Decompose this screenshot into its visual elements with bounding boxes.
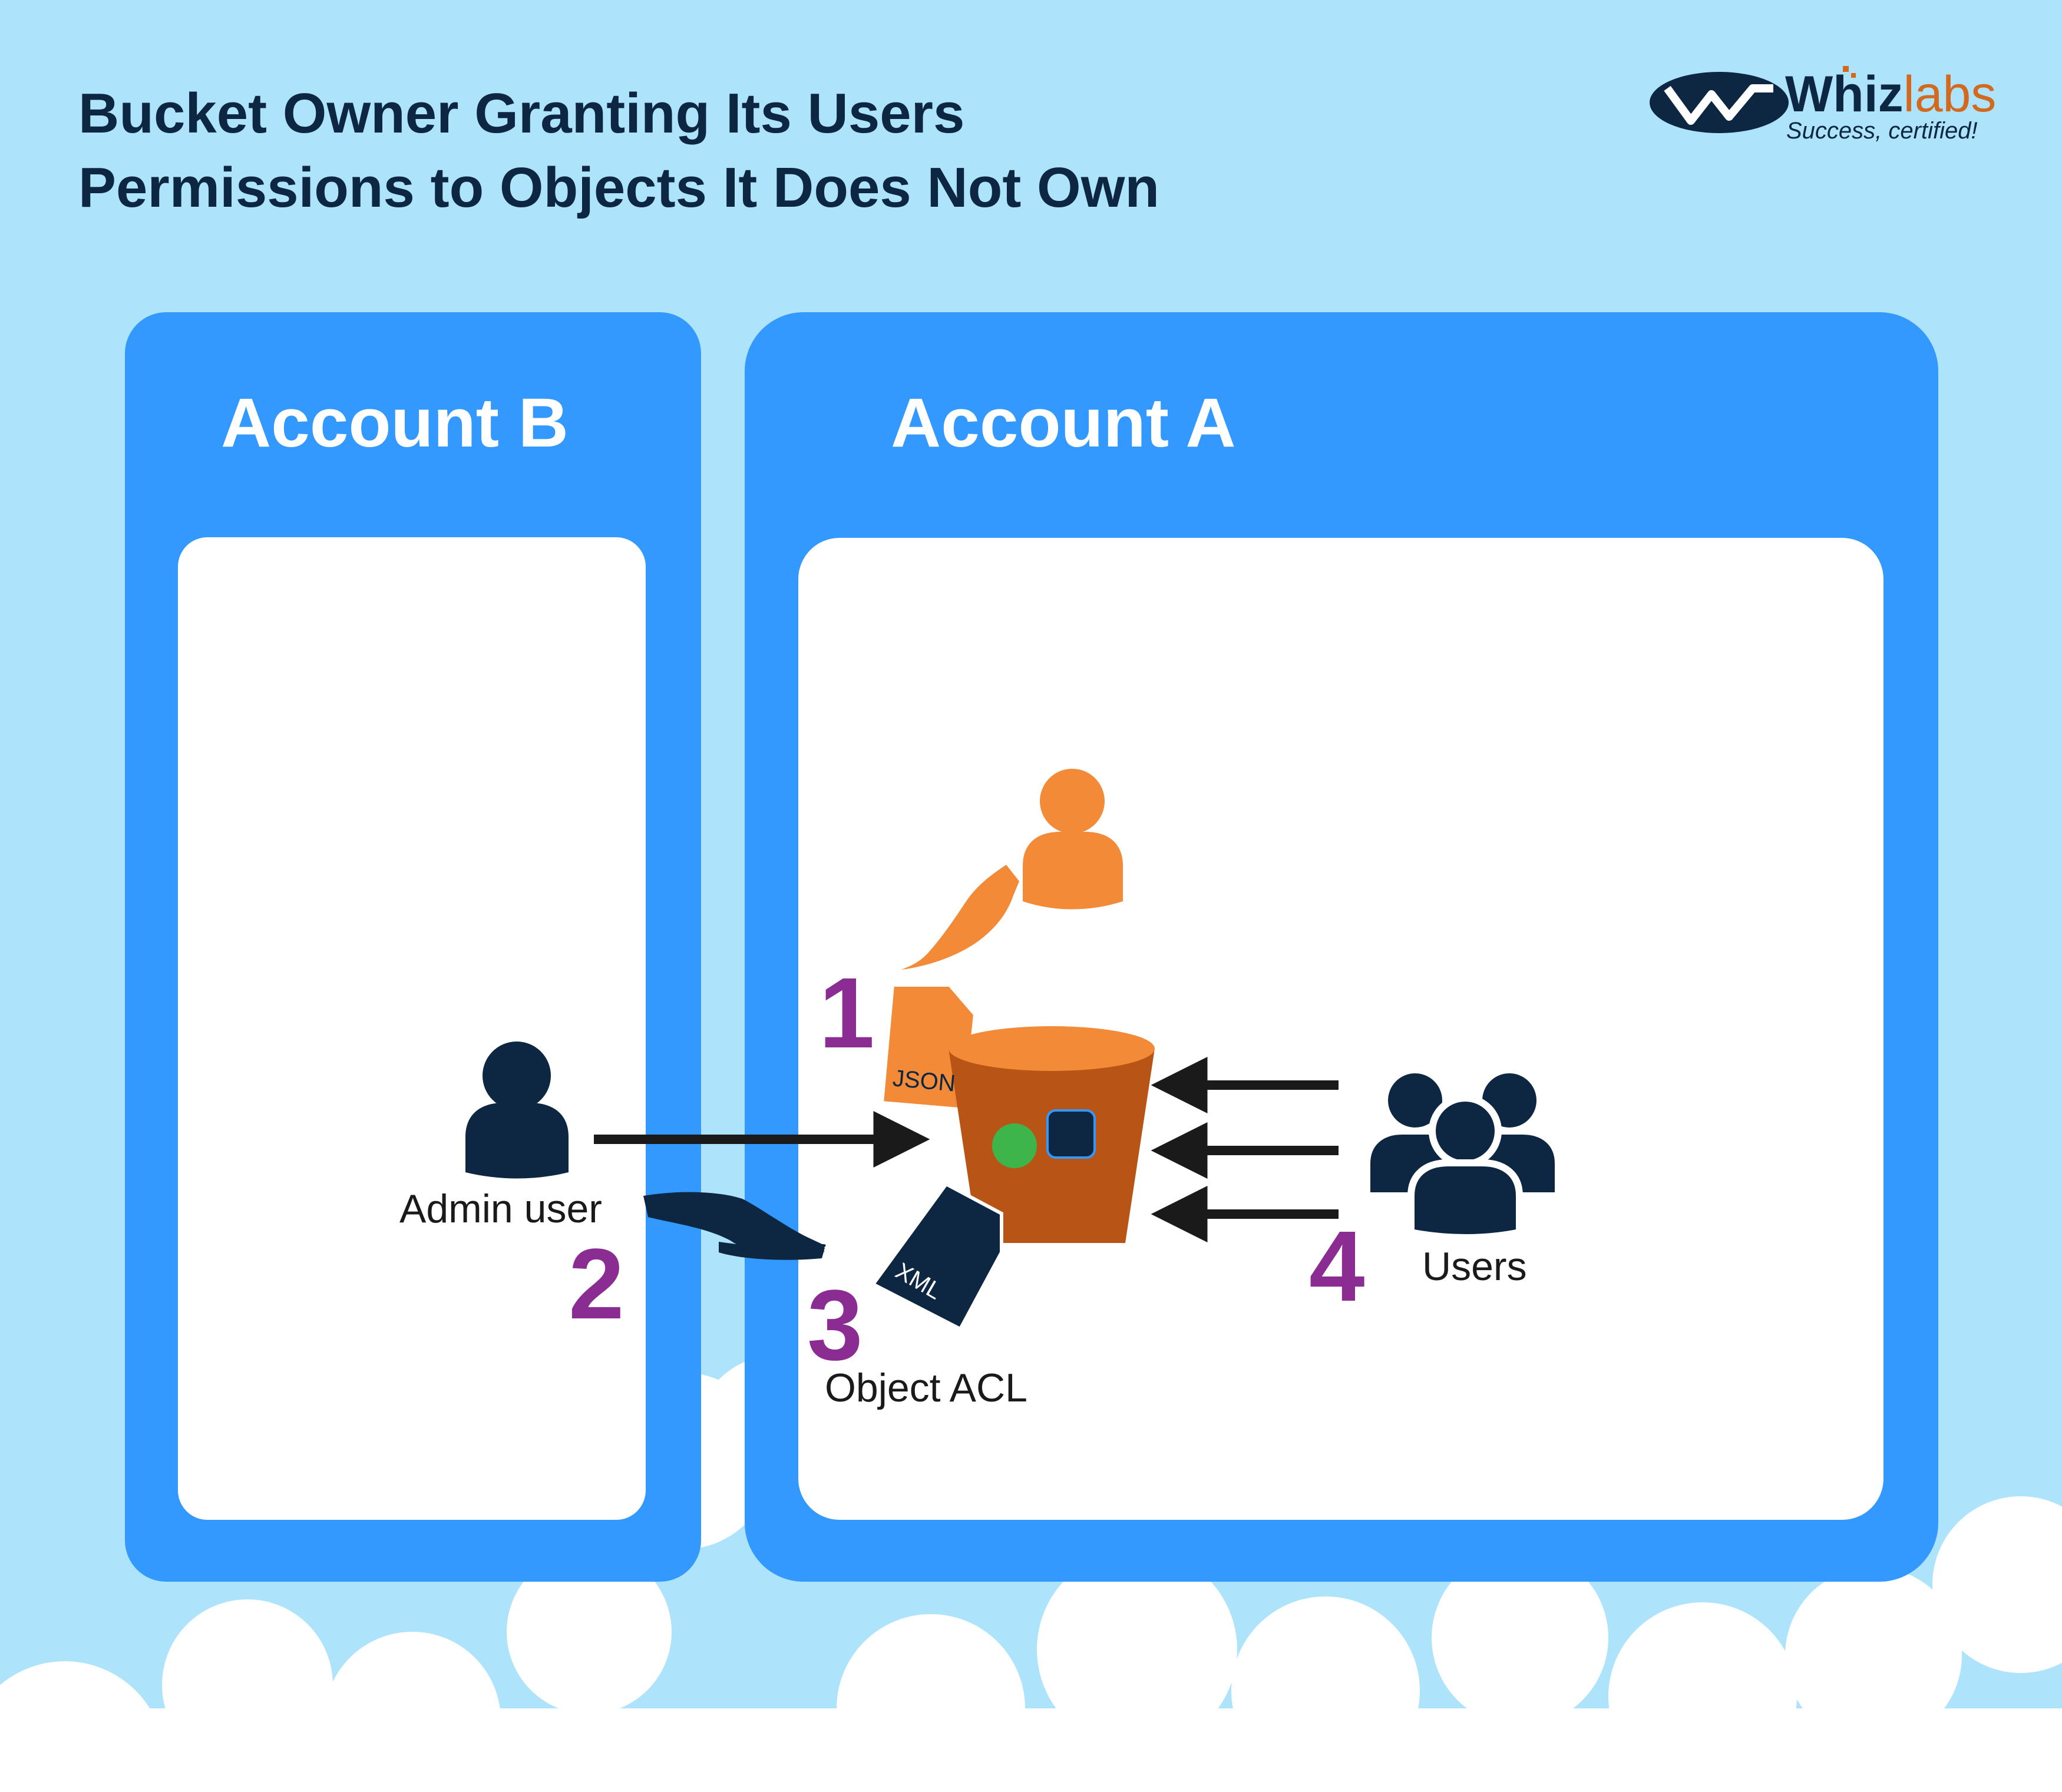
page-title: Bucket Owner Granting Its Users Permissi… (78, 77, 1374, 225)
logo-brand-main: Whiz (1785, 66, 1904, 123)
object-acl-label: Object ACL (825, 1366, 1027, 1410)
hand-icon (901, 865, 1019, 970)
xml-document-icon (870, 1182, 1003, 1332)
logo-brand-accent: labs (1903, 66, 1997, 123)
whizlabs-logo: Whizlabs Success, certified! (1650, 65, 2015, 144)
step-number-1: 1 (819, 957, 875, 1069)
admin-user-icon (465, 1042, 569, 1179)
logo-tagline: Success, certified! (1786, 118, 1978, 144)
json-doc-label: JSON (891, 1065, 957, 1097)
title-line-2: Permissions to Objects It Does Not Own (78, 156, 1160, 219)
title-line-1: Bucket Owner Granting Its Users (78, 82, 965, 145)
hand-icon (643, 1192, 826, 1255)
logo-wordmark: Whizlabs (1785, 65, 1996, 124)
account-b-title: Account B (221, 384, 569, 462)
users-label: Users (1422, 1244, 1527, 1289)
step-number-3: 3 (807, 1269, 863, 1381)
cloud-icon (0, 1355, 2062, 1792)
account-b-inner (178, 537, 646, 1520)
account-a-title: Account A (891, 384, 1236, 462)
whizlabs-logo-icon (1650, 66, 1856, 133)
bucket-owner-icon (1023, 769, 1123, 910)
s3-bucket-icon (949, 1026, 1155, 1243)
admin-user-label: Admin user (399, 1186, 602, 1231)
users-group-icon (1363, 1066, 1562, 1241)
hand-icon (719, 1242, 825, 1260)
step-number-2: 2 (569, 1228, 624, 1340)
step-number-4: 4 (1309, 1211, 1365, 1322)
